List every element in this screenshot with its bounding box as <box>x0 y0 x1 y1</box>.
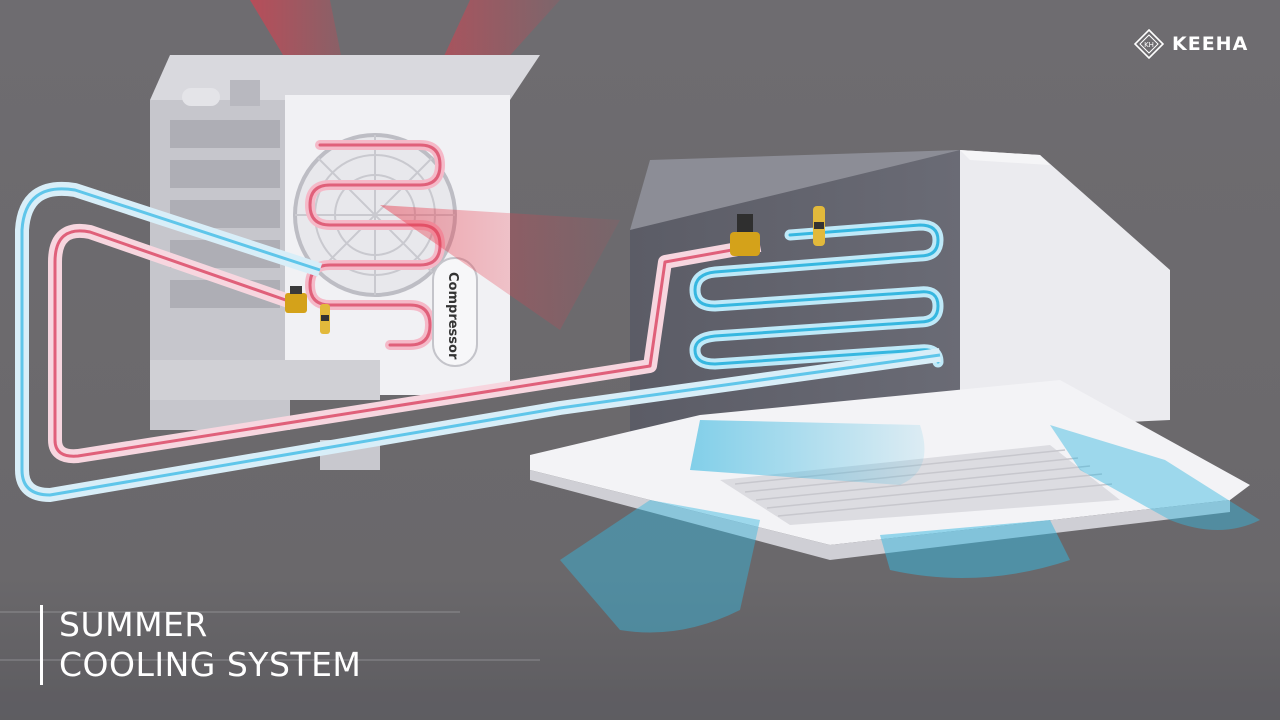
brand-diamond-icon: KH <box>1134 29 1164 59</box>
compressor: Compressor <box>432 257 478 367</box>
indoor-unit <box>530 150 1250 560</box>
title-line-1: SUMMER <box>59 605 208 644</box>
expansion-valve-indoor <box>730 206 825 256</box>
title-line-2: COOLING SYSTEM <box>59 645 362 684</box>
brand-name: KEEHA <box>1172 33 1249 55</box>
cold-air-flow <box>560 420 1260 633</box>
page-title: SUMMER COOLING SYSTEM <box>40 605 361 685</box>
compressor-label: Compressor <box>445 272 460 360</box>
logo-monogram: KH <box>1144 41 1154 49</box>
refrigerant-pipes <box>15 181 941 502</box>
expansion-valve-outdoor <box>285 286 330 334</box>
brand-logo: KH KEEHA <box>1134 28 1248 60</box>
